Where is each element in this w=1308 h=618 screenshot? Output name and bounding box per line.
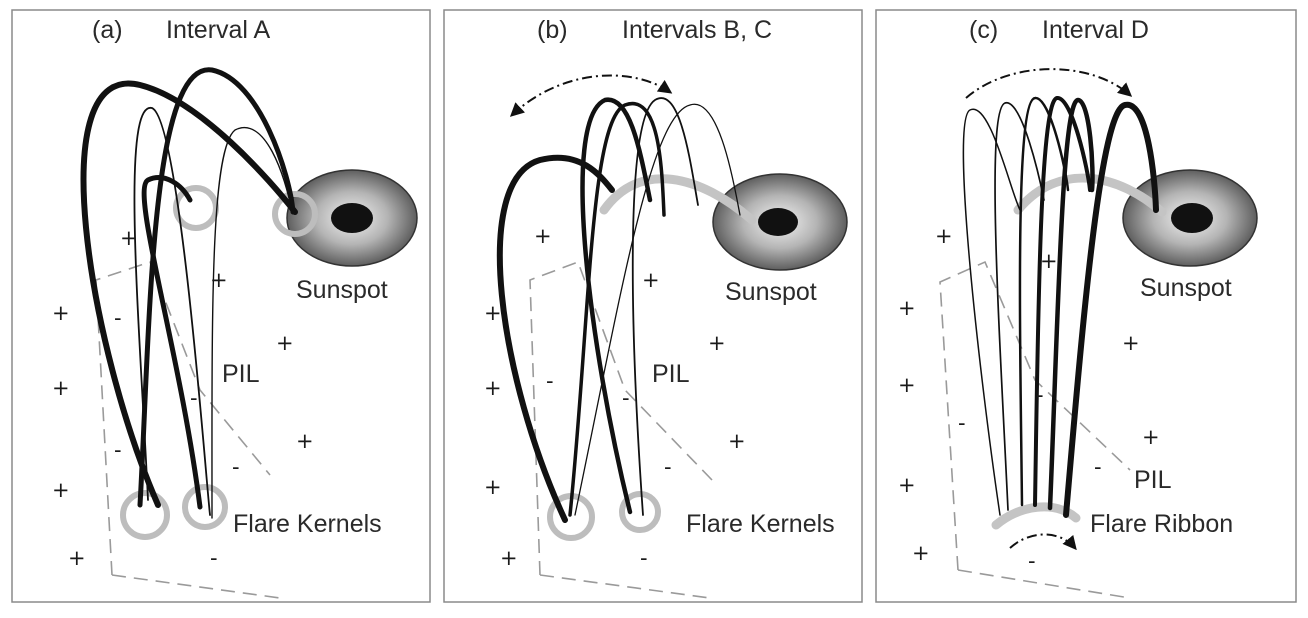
panel-c-title: Interval D bbox=[1042, 16, 1149, 44]
panel-a-flare-ring-upper bbox=[173, 185, 219, 231]
panel-b-sunspot-label: Sunspot bbox=[725, 278, 817, 306]
panel-a-loop-short bbox=[141, 175, 203, 510]
plus-sign: + bbox=[52, 478, 70, 502]
panel-b-pil-line bbox=[529, 260, 713, 576]
panel-a-loop-large bbox=[80, 80, 298, 508]
minus-sign: - bbox=[210, 546, 218, 570]
panel-b-title: Intervals B, C bbox=[622, 16, 772, 44]
panel-c-loop-3 bbox=[1018, 96, 1070, 507]
panel-a-pil-label: PIL bbox=[222, 360, 260, 388]
panel-b-loop-5 bbox=[574, 103, 741, 516]
plus-sign: + bbox=[1040, 249, 1058, 273]
plus-sign: + bbox=[484, 301, 502, 325]
panel-c-loop-2 bbox=[994, 102, 1045, 511]
minus-sign: - bbox=[1094, 455, 1102, 479]
minus-sign: - bbox=[190, 386, 198, 410]
sunspot-umbra bbox=[758, 208, 798, 236]
minus-sign: - bbox=[664, 455, 672, 479]
panel-a-kernel-right bbox=[182, 484, 228, 530]
plus-sign: + bbox=[898, 296, 916, 320]
plus-sign: + bbox=[898, 373, 916, 397]
plus-sign: + bbox=[52, 376, 70, 400]
panel-c-motion-arrow-bottom bbox=[1009, 533, 1077, 551]
plus-sign: + bbox=[642, 268, 660, 292]
panel-c-motion-arrow-top bbox=[965, 68, 1133, 99]
panel-c: (c) Interval D Sunspot PIL Flare Ribbon … bbox=[898, 16, 1258, 599]
panel-a-sunspot-label: Sunspot bbox=[296, 276, 388, 304]
plus-sign: + bbox=[534, 224, 552, 248]
plus-sign: + bbox=[708, 331, 726, 355]
panel-a-flare-ring-sunspot bbox=[272, 191, 318, 237]
panel-a-pil-line bbox=[95, 261, 271, 576]
plus-sign: + bbox=[52, 301, 70, 325]
plus-sign: + bbox=[1122, 331, 1140, 355]
panel-b-pil-label: PIL bbox=[652, 360, 690, 388]
panel-a-feature-label: Flare Kernels bbox=[233, 510, 382, 538]
panel-b-loop-4 bbox=[631, 97, 699, 516]
panel-a: (a) Interval A Sunspot PIL Flare Kernels… bbox=[52, 16, 418, 599]
plus-sign: + bbox=[484, 376, 502, 400]
minus-sign: - bbox=[958, 411, 966, 435]
panel-a-pil-bottom bbox=[111, 574, 281, 599]
minus-sign: - bbox=[114, 306, 122, 330]
sunspot-umbra bbox=[331, 203, 373, 233]
plus-sign: + bbox=[120, 226, 138, 250]
minus-sign: - bbox=[640, 546, 648, 570]
panel-c-loop-1 bbox=[962, 108, 1021, 516]
minus-sign: - bbox=[622, 386, 630, 410]
panel-c-feature-label: Flare Ribbon bbox=[1090, 510, 1233, 538]
panel-c-pil-label: PIL bbox=[1134, 466, 1172, 494]
panel-b: (b) Intervals B, C Sunspot PIL Flare Ker… bbox=[484, 16, 848, 599]
plus-sign: + bbox=[210, 268, 228, 292]
flare-ribbon bbox=[991, 502, 1081, 530]
plus-sign: + bbox=[935, 224, 953, 248]
plus-sign: + bbox=[68, 546, 86, 570]
panel-b-motion-arrow bbox=[509, 74, 673, 117]
plus-sign: + bbox=[276, 331, 294, 355]
panel-b-kernel-right bbox=[619, 491, 661, 533]
plus-sign: + bbox=[500, 546, 518, 570]
plus-sign: + bbox=[1142, 425, 1160, 449]
minus-sign: - bbox=[114, 438, 122, 462]
panel-b-loop-3 bbox=[568, 101, 666, 517]
panel-c-loop-5 bbox=[1047, 97, 1095, 511]
panel-a-frame bbox=[11, 9, 431, 603]
panel-b-feature-label: Flare Kernels bbox=[686, 510, 835, 538]
minus-sign: - bbox=[232, 455, 240, 479]
panel-c-sunspot-label: Sunspot bbox=[1140, 274, 1232, 302]
panel-a-letter: (a) bbox=[92, 16, 123, 44]
minus-sign: - bbox=[1036, 383, 1044, 407]
panel-b-letter: (b) bbox=[537, 16, 568, 44]
panel-a-title: Interval A bbox=[166, 16, 271, 44]
panel-b-loop-2 bbox=[580, 97, 653, 515]
minus-sign: - bbox=[1028, 549, 1036, 573]
plus-sign: + bbox=[898, 473, 916, 497]
panel-b-loop-large bbox=[496, 154, 615, 523]
panel-c-pil-line bbox=[939, 260, 1131, 571]
panel-c-loop-4 bbox=[1033, 96, 1092, 507]
panel-c-frame bbox=[875, 9, 1297, 603]
panel-b-pil-bottom bbox=[539, 574, 711, 599]
panel-c-loop-6 bbox=[1063, 101, 1159, 518]
panel-a-kernel-left bbox=[120, 490, 170, 540]
sunspot-umbra bbox=[1171, 203, 1213, 233]
plus-sign: + bbox=[912, 541, 930, 565]
plus-sign: + bbox=[296, 429, 314, 453]
minus-sign: - bbox=[546, 369, 554, 393]
panel-c-pil-bottom bbox=[957, 569, 1131, 599]
panel-b-grey-arch bbox=[599, 174, 757, 225]
panel-a-loop-thin-2 bbox=[211, 127, 293, 519]
plus-sign: + bbox=[484, 475, 502, 499]
panel-b-frame bbox=[443, 9, 863, 603]
plus-sign: + bbox=[728, 429, 746, 453]
panel-a-loop-tall bbox=[137, 67, 296, 508]
panel-c-letter: (c) bbox=[969, 16, 998, 44]
panel-a-loop-thin-1 bbox=[133, 107, 211, 516]
